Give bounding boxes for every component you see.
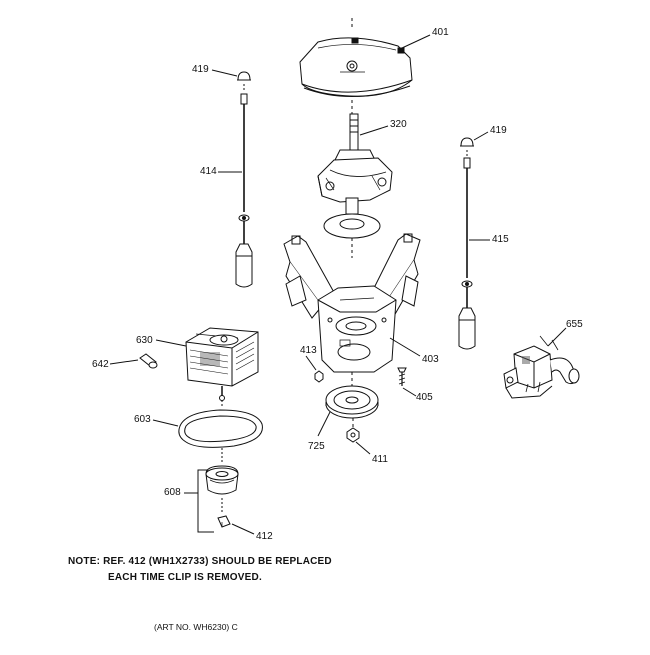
leader-603 (153, 420, 178, 426)
leader-630 (156, 340, 186, 346)
label-414: 414 (200, 166, 217, 177)
bracket-608 (198, 470, 214, 532)
part-415-suspension-rod (459, 158, 475, 349)
part-725-pulley (326, 386, 378, 418)
part-414-suspension-rod (236, 94, 252, 287)
part-630-motor (186, 328, 258, 401)
label-405: 405 (416, 392, 433, 403)
label-413: 413 (300, 345, 317, 356)
leader-411 (356, 442, 370, 454)
label-603: 603 (134, 414, 151, 425)
part-603-belt (179, 410, 263, 447)
part-401-cover (300, 38, 412, 97)
part-405-screw (398, 368, 406, 386)
part-642-plug (140, 354, 157, 368)
label-419-left: 419 (192, 64, 209, 75)
note-line-1: NOTE: REF. 412 (WH1X2733) SHOULD BE REPL… (68, 556, 332, 567)
label-403: 403 (422, 354, 439, 365)
label-608: 608 (164, 487, 181, 498)
leader-401 (402, 35, 430, 48)
leader-655 (548, 328, 566, 346)
leader-725 (318, 412, 330, 436)
label-412: 412 (256, 531, 273, 542)
leader-419-right (474, 132, 488, 140)
part-655-water-valve (504, 336, 579, 398)
label-419-right: 419 (490, 125, 507, 136)
part-403-base-bracket (284, 234, 420, 372)
part-413-nut (315, 371, 323, 382)
part-608-drive-pulley (206, 466, 238, 494)
label-320: 320 (390, 119, 407, 130)
leader-405 (403, 388, 416, 396)
part-412-clip (218, 516, 230, 527)
label-642: 642 (92, 359, 109, 370)
label-630: 630 (136, 335, 153, 346)
leader-642 (110, 360, 138, 364)
part-411-nut (347, 428, 359, 442)
leader-320 (360, 126, 388, 135)
leader-413 (306, 356, 316, 370)
part-419-cap-left (237, 72, 251, 80)
leader-403 (390, 338, 420, 356)
part-419-cap-right (460, 138, 474, 146)
leader-412 (232, 524, 254, 534)
label-655: 655 (566, 319, 583, 330)
art-number: (ART NO. WH6230) C (154, 622, 238, 632)
label-401: 401 (432, 27, 449, 38)
label-725: 725 (308, 441, 325, 452)
note-line-2: EACH TIME CLIP IS REMOVED. (108, 572, 262, 583)
leader-419-left (212, 70, 237, 76)
label-411: 411 (372, 454, 388, 465)
part-320-transmission (318, 114, 392, 238)
label-415: 415 (492, 234, 509, 245)
